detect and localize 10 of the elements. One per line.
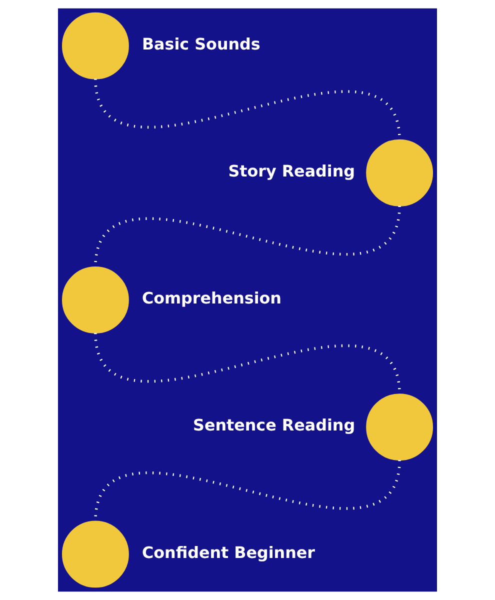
node-label: Sentence Reading — [193, 416, 356, 435]
node-label: Comprehension — [142, 288, 282, 308]
node-circle — [366, 139, 434, 206]
node-label: Basic Sounds — [142, 34, 260, 54]
node-circle — [366, 394, 434, 461]
node-circle — [62, 12, 129, 80]
node-circle — [62, 520, 129, 588]
node-label: Story Reading — [228, 162, 356, 181]
node-label: Confident Beginner — [142, 542, 316, 562]
node-circle — [62, 266, 129, 334]
